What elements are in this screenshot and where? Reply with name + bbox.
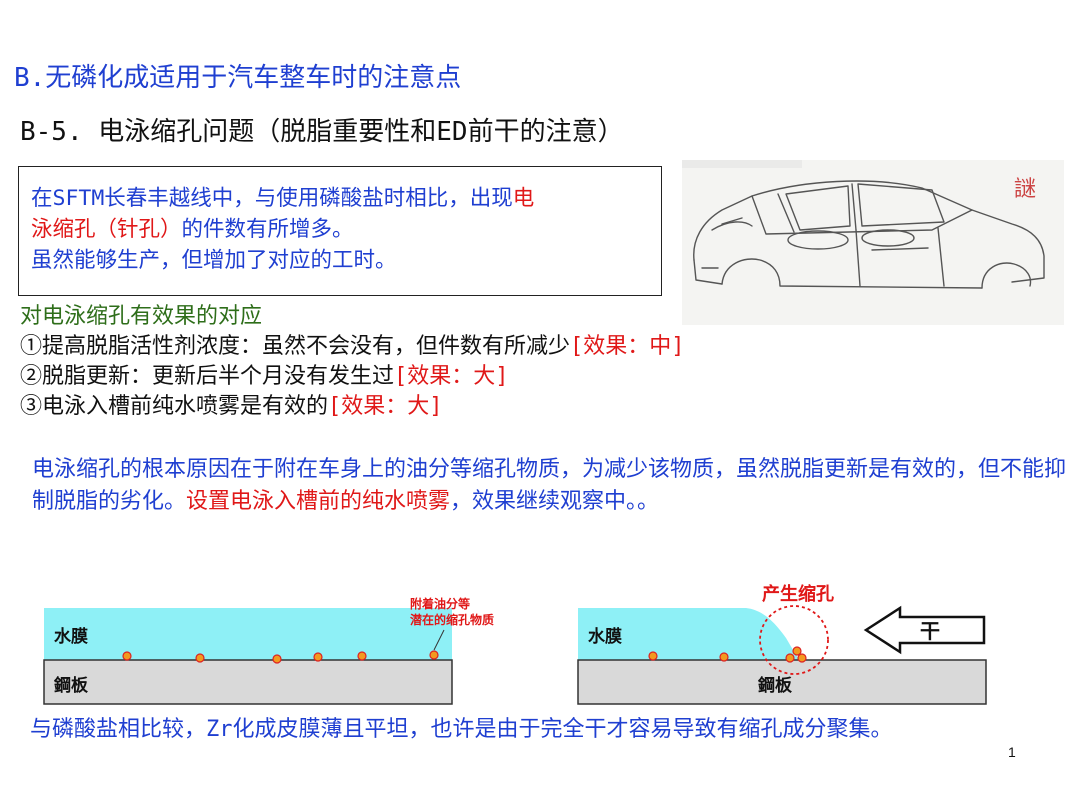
- callout-leader-line: [433, 629, 445, 651]
- root-cause-highlight: 设置电泳入槽前的纯水喷雾: [186, 489, 451, 514]
- root-cause-text: 电泳缩孔的根本原因在于附在车身上的油分等缩孔物质，为减少该物质，虽然脱脂更新是有…: [32, 457, 1067, 514]
- notice-line-1: 在SFTM长春丰越线中，与使用磷酸盐时相比，出现电: [31, 183, 649, 214]
- oil-droplet: [195, 653, 205, 663]
- water-film-layer: [44, 608, 452, 660]
- drying-direction-arrow: [863, 605, 986, 655]
- notice-highlight: 泳缩孔（针孔）: [31, 217, 182, 242]
- section-title: B.无磷化成适用于汽车整车时的注意点: [14, 63, 462, 93]
- callout-line-2: 潜在的缩孔物质: [410, 612, 494, 627]
- oil-droplet: [357, 651, 367, 661]
- page-number: 1: [1008, 744, 1016, 760]
- notice-text: 的件数有所增多。: [181, 217, 354, 242]
- notice-box: 在SFTM长春丰越线中，与使用磷酸盐时相比，出现电 泳缩孔（针孔）的件数有所增多…: [18, 166, 662, 296]
- crater-label: 产生缩孔: [762, 583, 834, 605]
- measure-text: ③电泳入槽前纯水喷雾是有效的: [20, 394, 329, 419]
- measure-text: ①提高脱脂活性剂浓度：虽然不会没有，但件数有所减少: [20, 334, 571, 359]
- measure-text: ②脱脂更新：更新后半个月没有发生过: [20, 364, 395, 389]
- sketch-top-strip: [682, 160, 802, 168]
- steel-plate-layer: [577, 659, 987, 705]
- sketch-scribble: 謎: [1014, 177, 1036, 202]
- measure-item: ②脱脂更新：更新后半个月没有发生过[效果：大]: [20, 362, 685, 392]
- subsection-title: B-5. 电泳缩孔问题（脱脂重要性和ED前干的注意）: [20, 117, 624, 147]
- measure-effect: [效果：大]: [328, 394, 443, 419]
- oil-droplet: [313, 652, 323, 662]
- measures-heading: 对电泳缩孔有效果的对应: [20, 304, 263, 329]
- crater-highlight-circle: [759, 605, 829, 675]
- oil-droplet: [797, 653, 807, 663]
- crater-mechanism-diagrams: 水膜 鋼板 附着油分等 潜在的缩孔物质 水膜 鋼板 产生缩孔 干: [43, 583, 987, 705]
- steel-plate-layer: [43, 659, 453, 705]
- notice-line-3: 虽然能够生产，但增加了对应的工时。: [31, 245, 649, 276]
- oil-droplet: [429, 650, 439, 660]
- measure-effect: [效果：中]: [570, 334, 685, 359]
- conclusion-paragraph: 与磷酸盐相比较，Zr化成皮膜薄且平坦，也许是由于完全干才容易导致有缩孔成分聚集。: [30, 717, 893, 742]
- measures-list: 对电泳缩孔有效果的对应 ①提高脱脂活性剂浓度：虽然不会没有，但件数有所减少[效果…: [20, 302, 685, 422]
- oil-droplet: [719, 652, 729, 662]
- oil-droplet: [792, 646, 802, 656]
- measure-item: ①提高脱脂活性剂浓度：虽然不会没有，但件数有所减少[效果：中]: [20, 332, 685, 362]
- diagram-right: 水膜 鋼板 产生缩孔 干: [577, 583, 987, 705]
- root-cause-tail: ，效果继续观察中。。: [450, 489, 660, 514]
- oil-droplet: [122, 651, 132, 661]
- oil-droplets: [648, 646, 807, 663]
- notice-line-2: 泳缩孔（针孔）的件数有所增多。: [31, 214, 649, 245]
- water-film-label: 水膜: [54, 626, 88, 647]
- water-film-label: 水膜: [588, 626, 622, 647]
- notice-text: 虽然能够生产，但增加了对应的工时。: [31, 248, 397, 273]
- steel-plate-label: 鋼板: [757, 675, 793, 696]
- measure-item: ③电泳入槽前纯水喷雾是有效的[效果：大]: [20, 392, 685, 422]
- oil-droplets: [122, 650, 439, 664]
- callout-line-1: 附着油分等: [410, 596, 470, 611]
- car-sketch-image: 謎: [682, 160, 1064, 325]
- measure-effect: [效果：大]: [394, 364, 509, 389]
- oil-droplet: [648, 651, 658, 661]
- dry-label: 干: [920, 619, 940, 643]
- notice-text: 在SFTM长春丰越线中，与使用磷酸盐时相比，出现: [31, 186, 513, 211]
- sketch-background: [682, 160, 1064, 325]
- oil-droplet: [785, 653, 795, 663]
- car-outline: [693, 180, 1045, 289]
- diagram-left: 水膜 鋼板 附着油分等 潜在的缩孔物质: [43, 596, 494, 705]
- oil-droplet: [272, 654, 282, 664]
- root-cause-paragraph: 电泳缩孔的根本原因在于附在车身上的油分等缩孔物质，为减少该物质，虽然脱脂更新是有…: [32, 454, 1072, 518]
- receding-water-film: [578, 608, 800, 660]
- notice-highlight: 电: [512, 186, 535, 211]
- steel-plate-label: 鋼板: [53, 675, 89, 696]
